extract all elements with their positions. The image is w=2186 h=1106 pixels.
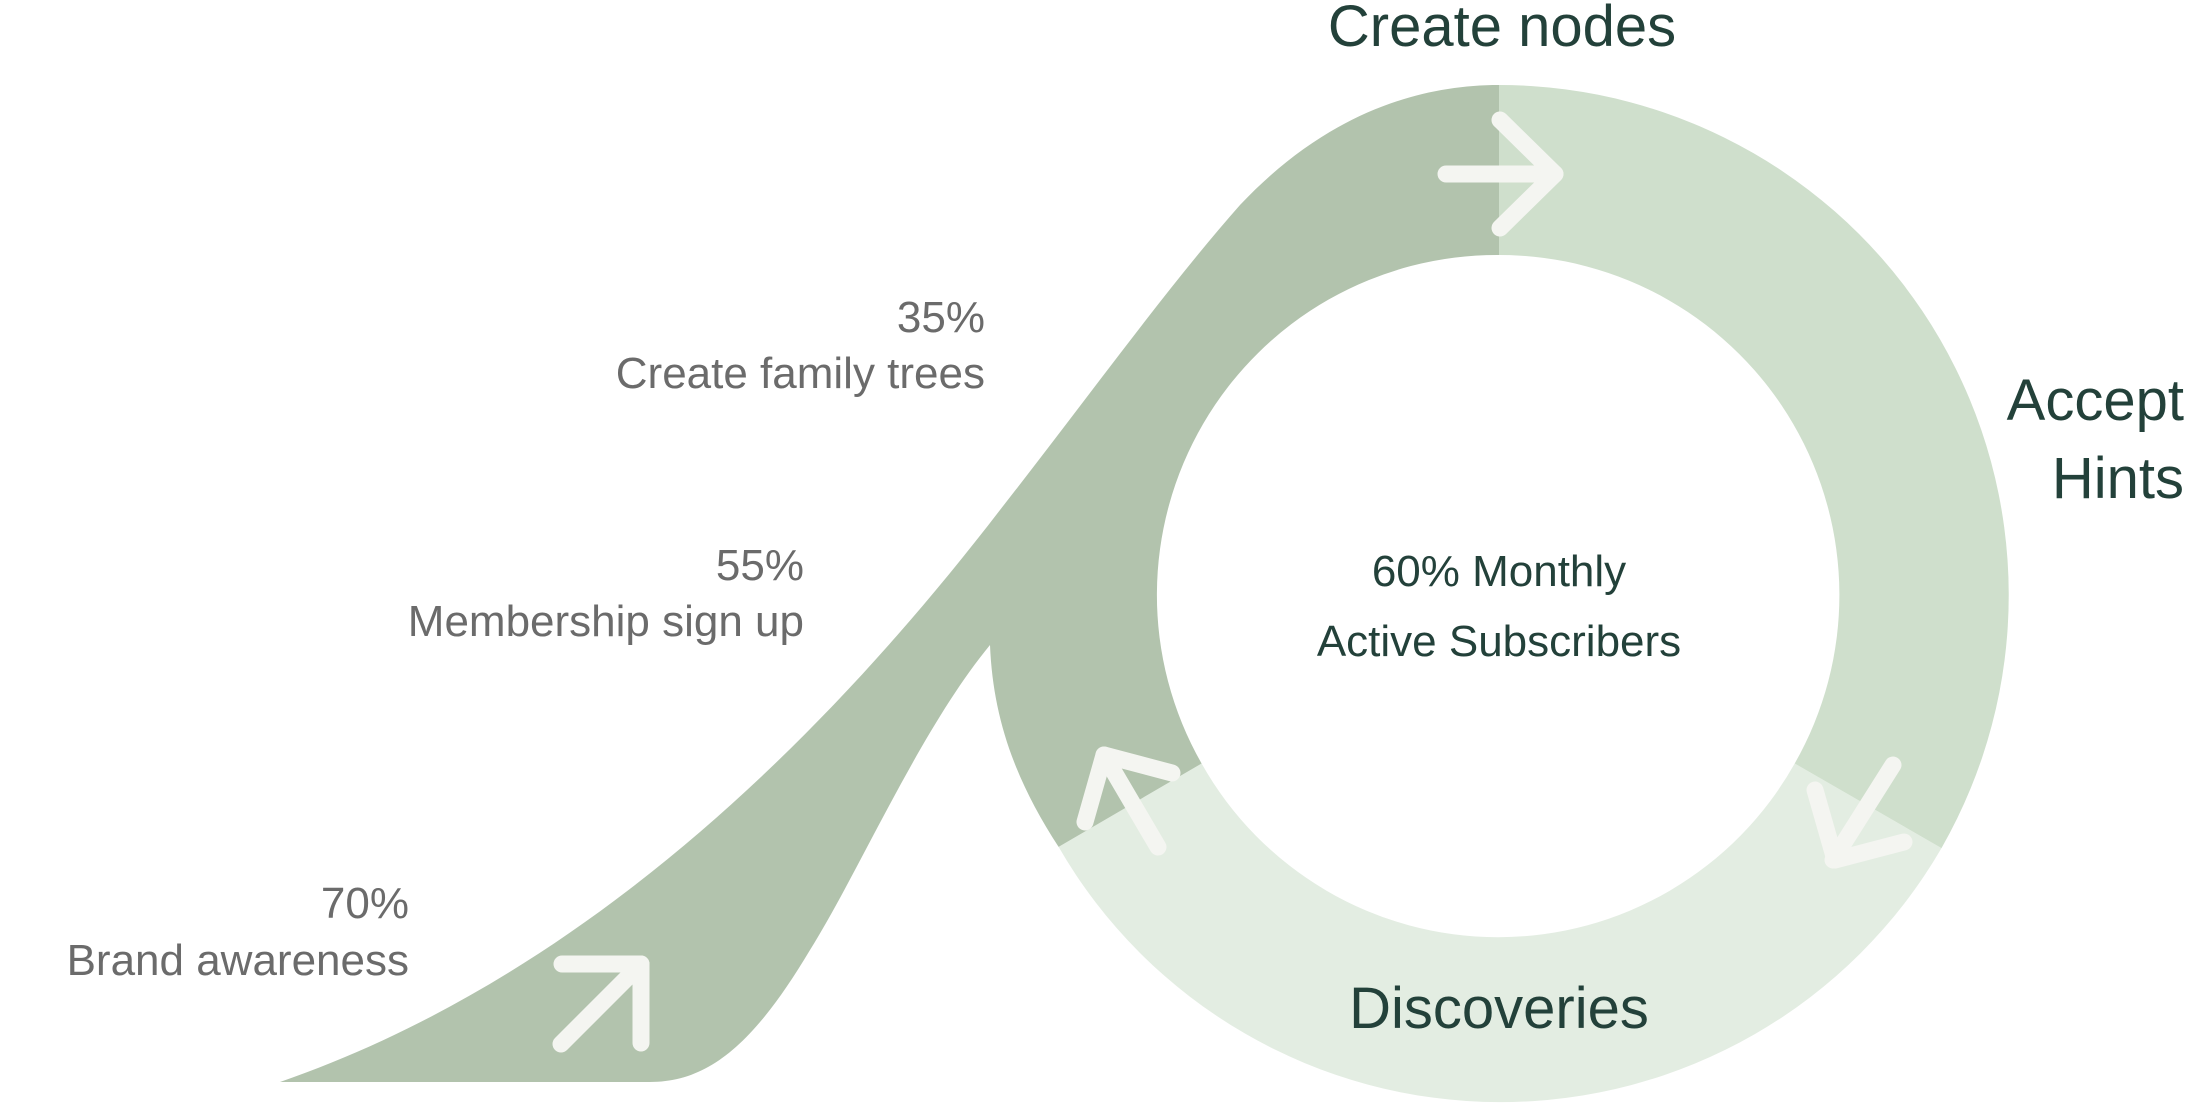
funnel-percent-create-family-trees: 35% [897, 293, 985, 342]
stage-label-accept-hints-line2: Hints [2052, 446, 2184, 511]
accept-hints-segment [1499, 85, 2009, 849]
funnel-band [280, 85, 1499, 1082]
arrow-up-right-icon [552, 955, 650, 1053]
stage-label-create-nodes: Create nodes [1328, 0, 1676, 59]
funnel-percent-membership-sign-up: 55% [716, 541, 804, 590]
center-label-line1: 60% Monthly [1372, 547, 1626, 596]
stage-label-accept-hints-line1: Accept [2007, 368, 2184, 433]
center-label-line2: Active Subscribers [1317, 617, 1681, 666]
arrow-right-icon [1437, 111, 1564, 237]
funnel-label-membership-sign-up: Membership sign up [408, 597, 804, 646]
discoveries-segment [1058, 763, 1942, 1103]
funnel-percent-brand-awareness: 70% [321, 879, 409, 928]
funnel-label-brand-awareness: Brand awareness [67, 936, 409, 985]
arrow-up-left-icon [1076, 746, 1181, 856]
stage-label-discoveries: Discoveries [1349, 976, 1649, 1041]
funnel-label-create-family-trees: Create family trees [616, 349, 985, 398]
arrow-down-left-icon [1806, 756, 1913, 869]
